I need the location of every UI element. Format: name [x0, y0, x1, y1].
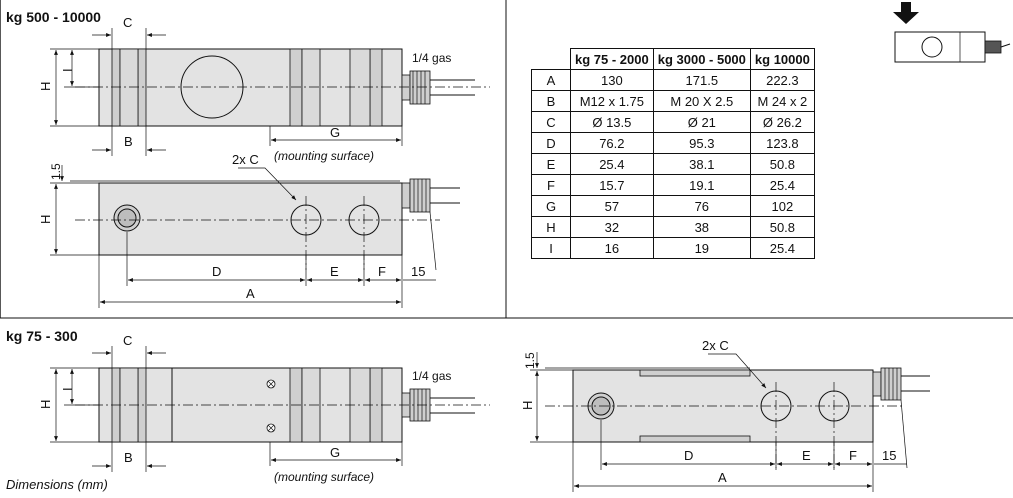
table-cell: 171.5	[652, 69, 751, 91]
table-header-col3: kg 10000	[749, 48, 815, 70]
dim-I-bottom: I	[60, 387, 75, 391]
bottom-side-view: 1/4 gas H I C B G (mounting surface)	[38, 333, 490, 484]
dim-E-top: E	[330, 264, 339, 279]
table-header-col2: kg 3000 - 5000	[652, 48, 751, 70]
holes-label-bottom: 2x C	[702, 338, 729, 353]
table-cell: 130	[570, 69, 654, 91]
table-cell: M 24 x 2	[749, 90, 815, 112]
table-header-col1: kg 75 - 2000	[570, 48, 654, 70]
table-cell: 19.1	[652, 174, 751, 196]
footer-dimensions-note: Dimensions (mm)	[6, 477, 108, 492]
table-corner	[531, 48, 571, 70]
bottom-section-title: kg 75 - 300	[6, 328, 78, 344]
table-cell: 50.8	[749, 216, 815, 238]
table-row-label: A	[531, 69, 571, 91]
bottom-plan-view: 2x C 1.5 H D E F A 15	[520, 338, 930, 492]
table-row-label: D	[531, 132, 571, 154]
dim-D-top: D	[212, 264, 221, 279]
table-cell: 50.8	[749, 153, 815, 175]
holes-label-top: 2x C	[232, 152, 259, 167]
table-cell: 76.2	[570, 132, 654, 154]
table-cell: 57	[570, 195, 654, 217]
mounting-surface-bottom: (mounting surface)	[274, 470, 374, 484]
load-direction-thumbnail	[893, 2, 1011, 63]
dim-G-bottom: G	[330, 445, 340, 460]
table-cell: 38	[652, 216, 751, 238]
table-row-label: E	[531, 153, 571, 175]
table-cell: 19	[652, 237, 751, 259]
dim-B-top: B	[124, 134, 133, 149]
gas-label-top: 1/4 gas	[412, 51, 451, 65]
dim-F-bottom: F	[849, 448, 857, 463]
mounting-surface-top: (mounting surface)	[274, 149, 374, 163]
table-cell: 15.7	[570, 174, 654, 196]
table-row-label: C	[531, 111, 571, 133]
dim-I-top: I	[60, 68, 75, 72]
table-cell: M 20 X 2.5	[652, 90, 751, 112]
table-cell: Ø 26.2	[749, 111, 815, 133]
table-header-row: kg 75 - 2000 kg 3000 - 5000 kg 10000	[531, 48, 815, 70]
table-cell: M12 x 1.75	[570, 90, 654, 112]
top-side-view: 1/4 gas H I C B G (mounting surface)	[38, 15, 490, 163]
table-row-label: G	[531, 195, 571, 217]
dim-A-top: A	[246, 286, 255, 301]
dim-A-bottom: A	[718, 470, 727, 485]
table-cell: 76	[652, 195, 751, 217]
table-cell: Ø 21	[652, 111, 751, 133]
cable-len-bottom: 15	[882, 448, 896, 463]
offset-label-top: 1.5	[49, 163, 63, 180]
dim-H-plan-top: H	[38, 215, 53, 224]
dim-H-plan-bottom: H	[520, 401, 535, 410]
table-row-label: F	[531, 174, 571, 196]
top-section-title: kg 500 - 10000	[6, 9, 101, 25]
down-arrow-icon	[893, 2, 919, 24]
dim-C-bottom: C	[123, 333, 132, 348]
table-row-label: I	[531, 237, 571, 259]
dim-H-bottom: H	[38, 400, 53, 409]
dim-G-top: G	[330, 125, 340, 140]
table-cell: 38.1	[652, 153, 751, 175]
table-cell: 123.8	[749, 132, 815, 154]
dim-F-top: F	[378, 264, 386, 279]
table-cell: 25.4	[749, 237, 815, 259]
table-row-label: H	[531, 216, 571, 238]
table-cell: 222.3	[749, 69, 815, 91]
offset-label-bottom: 1.5	[523, 352, 537, 369]
table-cell: 25.4	[570, 153, 654, 175]
dim-E-bottom: E	[802, 448, 811, 463]
table-row-label: B	[531, 90, 571, 112]
dim-B-bottom: B	[124, 450, 133, 465]
table-cell: Ø 13.5	[570, 111, 654, 133]
dim-H-top: H	[38, 82, 53, 91]
cable-len-top: 15	[411, 264, 425, 279]
table-cell: 102	[749, 195, 815, 217]
top-plan-view: 2x C 1.5 H D E F A 15	[38, 152, 460, 308]
table-cell: 95.3	[652, 132, 751, 154]
table-cell: 25.4	[749, 174, 815, 196]
table-cell: 32	[570, 216, 654, 238]
dim-C-top: C	[123, 15, 132, 30]
dim-D-bottom: D	[684, 448, 693, 463]
table-cell: 16	[570, 237, 654, 259]
gas-label-bottom: 1/4 gas	[412, 369, 451, 383]
